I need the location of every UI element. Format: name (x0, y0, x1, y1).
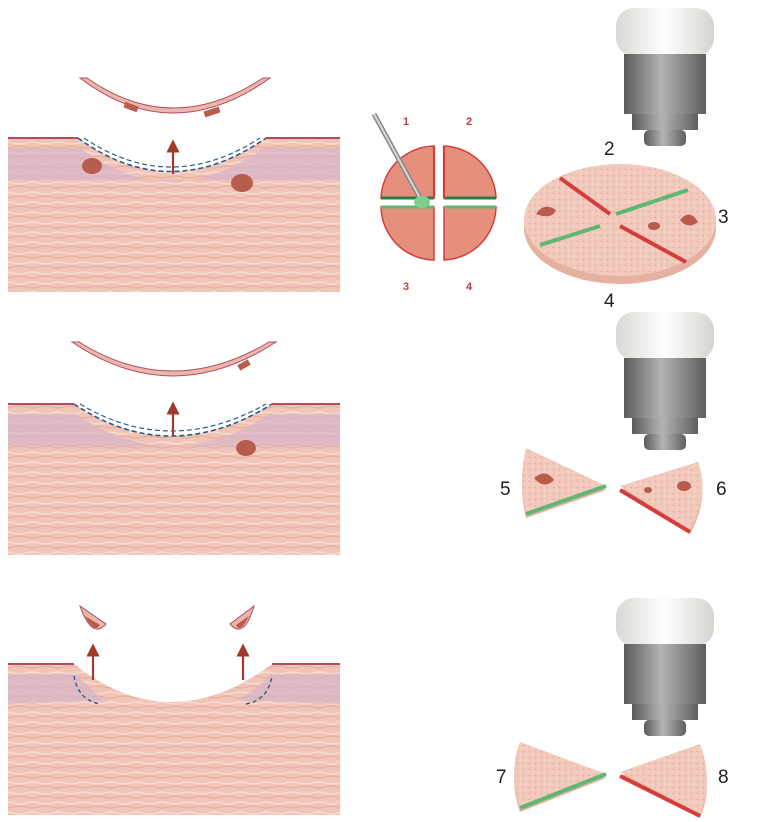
step-label-4: 4 (604, 292, 615, 311)
step-label-2: 2 (604, 140, 615, 159)
quadrant-label-3: 3 (403, 282, 409, 293)
excised-fragment-right (230, 606, 254, 629)
section-5 (522, 448, 606, 518)
excised-layer-1 (80, 78, 270, 117)
section-6 (620, 462, 703, 534)
step-label-8: 8 (718, 768, 729, 787)
quadrant-label-4: 4 (466, 282, 472, 293)
excised-fragment-left (80, 606, 106, 629)
step-label-3: 3 (718, 208, 729, 227)
tumor-root (236, 440, 256, 456)
tumor-root (82, 158, 102, 174)
microscope-objective-1 (616, 8, 714, 146)
microscope-objective-2 (616, 312, 714, 450)
section-8 (620, 744, 707, 818)
quadrant-label-2: 2 (466, 117, 472, 128)
section-7 (514, 742, 606, 812)
skin-section-3 (8, 664, 340, 815)
step-label-7: 7 (496, 768, 507, 787)
tumor-root (231, 174, 253, 192)
microscope-objective-3 (616, 598, 714, 736)
step-label-6: 6 (716, 480, 727, 499)
quadrant-label-1: 1 (403, 117, 409, 128)
excised-layer-2 (72, 342, 276, 376)
step-label-5: 5 (500, 480, 511, 499)
tissue-disc-quartered (524, 164, 716, 284)
